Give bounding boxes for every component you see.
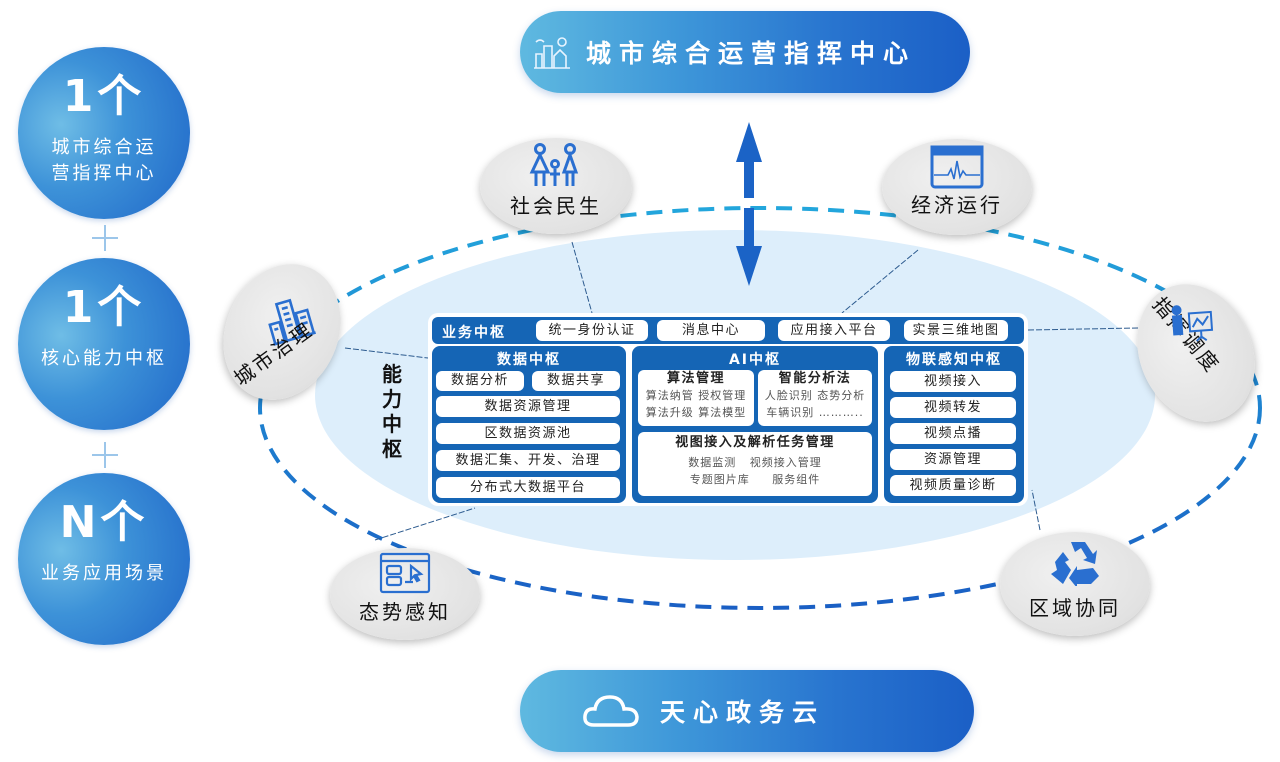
algorithm-management-box[interactable]: 算法管理 算法纳管 授权管理 算法升级 算法模型 bbox=[638, 370, 754, 426]
business-hub-item[interactable]: 应用接入平台 bbox=[778, 320, 890, 341]
command-center-banner: 城市综合运营指挥中心 bbox=[520, 11, 970, 93]
view-task-title: 视图接入及解析任务管理 bbox=[675, 435, 835, 450]
connector-line bbox=[1027, 327, 1139, 331]
ai-hub-column: AI中枢 算法管理 算法纳管 授权管理 算法升级 算法模型 智能分析法 人脸识别… bbox=[632, 346, 878, 503]
data-hub-column: 数据中枢 数据分析 数据共享 数据资源管理 区数据资源池 数据汇集、开发、治理 … bbox=[432, 346, 626, 503]
algorithm-management-title: 算法管理 bbox=[666, 371, 725, 386]
banner-title: 城市综合运营指挥中心 bbox=[586, 39, 917, 68]
count-text: 1个 bbox=[62, 282, 146, 333]
view-task-management-box[interactable]: 视图接入及解析任务管理 数据监测 视频接入管理 专题图片库 服务组件 bbox=[638, 432, 872, 496]
banner-title: 天心政务云 bbox=[660, 698, 826, 727]
business-hub-title: 业务中枢 bbox=[442, 325, 506, 341]
circle-label-line: 核心能力中枢 bbox=[41, 348, 167, 369]
iot-hub-title: 物联感知中枢 bbox=[906, 352, 1002, 368]
summary-circle-scenarios: N个 业务应用场景 bbox=[18, 473, 190, 645]
iot-hub-column: 物联感知中枢 视频接入 视频转发 视频点播 资源管理 视频质量诊断 bbox=[884, 346, 1024, 503]
data-hub-item[interactable]: 数据汇集、开发、治理 bbox=[436, 450, 620, 471]
intelligent-analysis-box[interactable]: 智能分析法 人脸识别 态势分析 车辆识别 ……….. bbox=[758, 370, 872, 426]
business-hub-item[interactable]: 实景三维地图 bbox=[904, 320, 1008, 341]
recycle-arrows-icon bbox=[1051, 542, 1099, 588]
data-hub-title: 数据中枢 bbox=[497, 352, 561, 368]
ai-hub-title: AI中枢 bbox=[728, 352, 782, 368]
plus-icon bbox=[92, 225, 118, 251]
business-hub-item[interactable]: 统一身份认证 bbox=[536, 320, 648, 341]
connector-line bbox=[374, 507, 476, 541]
iot-hub-item[interactable]: 视频接入 bbox=[890, 371, 1016, 392]
summary-circle-core-hub: 1个 核心能力中枢 bbox=[18, 258, 190, 430]
data-hub-item[interactable]: 区数据资源池 bbox=[436, 423, 620, 444]
analysis-line: 车辆识别 ……….. bbox=[766, 406, 864, 419]
circle-label-line: 业务应用场景 bbox=[41, 563, 167, 584]
circle-label-line: 营指挥中心 bbox=[51, 163, 157, 184]
iot-hub-item[interactable]: 视频质量诊断 bbox=[890, 475, 1016, 496]
ring-node-social-livelihood[interactable]: 社会民生 bbox=[480, 138, 632, 234]
algorithm-line: 算法纳管 授权管理 bbox=[645, 389, 747, 402]
family-icon bbox=[529, 143, 579, 186]
dashboard-cursor-icon bbox=[379, 552, 431, 594]
iot-hub-item[interactable]: 资源管理 bbox=[890, 449, 1016, 470]
business-hub-item[interactable]: 消息中心 bbox=[657, 320, 765, 341]
data-hub-item[interactable]: 数据共享 bbox=[532, 371, 620, 391]
connector-line bbox=[344, 347, 429, 359]
ring-node-command-dispatch[interactable]: 指挥调度 bbox=[1115, 265, 1277, 441]
cloud-banner: 天心政务云 bbox=[520, 670, 974, 752]
ring-node-label: 经济运行 bbox=[911, 193, 1003, 217]
analysis-line: 人脸识别 态势分析 bbox=[764, 389, 866, 402]
ring-node-situational-awareness[interactable]: 态势感知 bbox=[330, 548, 480, 640]
connector-line bbox=[571, 241, 593, 314]
presenter-icon bbox=[1171, 305, 1214, 342]
algorithm-line: 算法升级 算法模型 bbox=[645, 406, 747, 419]
city-building-icon bbox=[534, 37, 570, 69]
ring-node-regional-collaboration[interactable]: 区域协同 bbox=[1000, 532, 1150, 636]
buildings-icon bbox=[268, 298, 317, 346]
monitor-pulse-icon bbox=[930, 145, 984, 189]
connector-line bbox=[841, 249, 919, 314]
count-text: 1个 bbox=[62, 71, 146, 122]
business-hub-bar: 业务中枢 统一身份认证 消息中心 应用接入平台 实景三维地图 bbox=[432, 317, 1024, 344]
plus-icon bbox=[92, 442, 118, 468]
data-hub-item[interactable]: 数据分析 bbox=[436, 371, 524, 391]
data-hub-item[interactable]: 分布式大数据平台 bbox=[436, 477, 620, 498]
cloud-icon bbox=[583, 695, 639, 727]
view-task-line: 数据监测 视频接入管理 bbox=[688, 456, 822, 469]
iot-hub-item[interactable]: 视频转发 bbox=[890, 397, 1016, 418]
bidirectional-arrow-icon bbox=[736, 122, 762, 286]
data-hub-item[interactable]: 数据资源管理 bbox=[436, 396, 620, 417]
core-hub-label: 能力中枢 bbox=[380, 362, 404, 462]
capability-hub-panel: 业务中枢 统一身份认证 消息中心 应用接入平台 实景三维地图 数据中枢 数据分析… bbox=[428, 313, 1028, 506]
core-hub-label-text: 能力中枢 bbox=[382, 362, 402, 461]
ring-node-label: 区域协同 bbox=[1029, 596, 1121, 620]
ring-node-economy[interactable]: 经济运行 bbox=[882, 139, 1032, 235]
count-text: N个 bbox=[59, 497, 149, 548]
iot-hub-item[interactable]: 视频点播 bbox=[890, 423, 1016, 444]
ring-node-label: 社会民生 bbox=[510, 194, 602, 218]
summary-circle-command-center: 1个 城市综合运 营指挥中心 bbox=[18, 47, 190, 219]
connector-line bbox=[1031, 489, 1041, 531]
ring-node-urban-governance[interactable]: 城市治理 bbox=[202, 245, 362, 419]
outer-dashed-ring bbox=[258, 206, 1262, 610]
view-task-line: 专题图片库 服务组件 bbox=[689, 473, 821, 486]
ring-node-label: 态势感知 bbox=[359, 600, 451, 624]
intelligent-analysis-title: 智能分析法 bbox=[778, 371, 852, 386]
circle-label-line: 城市综合运 bbox=[51, 137, 157, 158]
